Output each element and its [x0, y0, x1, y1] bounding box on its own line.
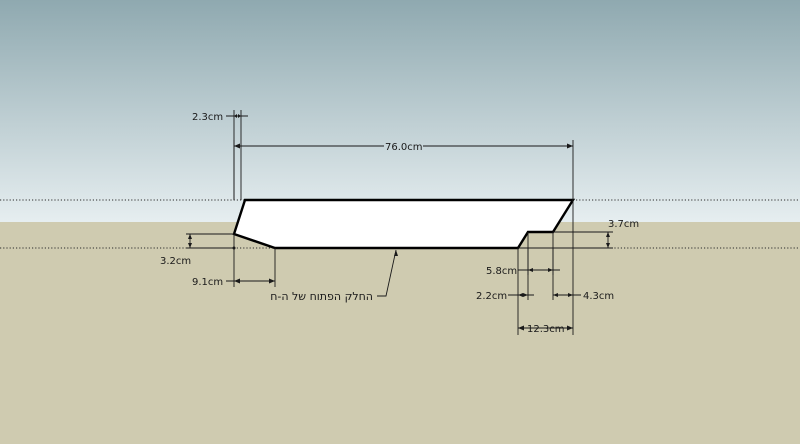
dim-label-3-2: 3.2cm: [160, 256, 191, 267]
dim-label-4-3: 4.3cm: [583, 291, 614, 302]
sky: [0, 0, 800, 222]
dim-left-drop: 3.2cm: [160, 233, 234, 267]
dim-label-9-1: 9.1cm: [192, 277, 223, 288]
dim-left-bevel: 9.1cm: [192, 234, 276, 288]
callout-label: החלק הפתוח של ה-ח: [270, 290, 373, 303]
dim-overall-length: 76.0cm: [233, 140, 574, 200]
dim-label-12-3: 12.3cm: [527, 324, 565, 335]
ground-plane: [0, 222, 800, 444]
dim-right-step-height: 3.7cm: [518, 219, 639, 249]
dim-label-5-8: 5.8cm: [486, 266, 517, 277]
dim-right-overhang: 4.3cm: [552, 200, 614, 302]
dim-right-total: 12.3cm: [517, 300, 574, 335]
callout: החלק הפתוח של ה-ח: [270, 249, 398, 303]
dim-label-3-7: 3.7cm: [608, 219, 639, 230]
dim-label-2-2: 2.2cm: [476, 291, 507, 302]
dim-label-76: 76.0cm: [385, 142, 423, 153]
extrusion-profile[interactable]: [232, 198, 576, 250]
dim-label-2-3: 2.3cm: [192, 112, 223, 123]
dim-right-notch: 2.2cm: [476, 248, 534, 302]
